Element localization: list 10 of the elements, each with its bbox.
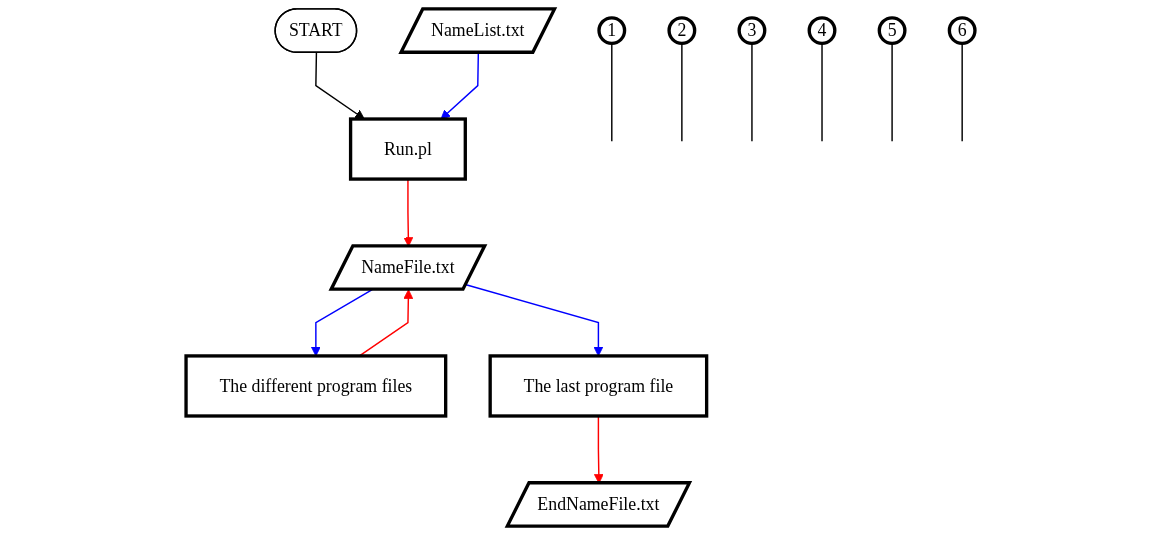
node-box: Run.pl [348, 117, 467, 181]
node-box: The different program files [184, 354, 448, 418]
node-circle: 1 [597, 16, 627, 46]
arrow [315, 52, 365, 120]
node-box: The last program file [488, 354, 709, 418]
node-circle: 2 [667, 16, 697, 46]
node-circle: 4 [807, 16, 837, 46]
node-circle: 5 [877, 16, 907, 46]
node-circle: 6 [947, 16, 977, 46]
node-circle: 3 [737, 16, 767, 46]
